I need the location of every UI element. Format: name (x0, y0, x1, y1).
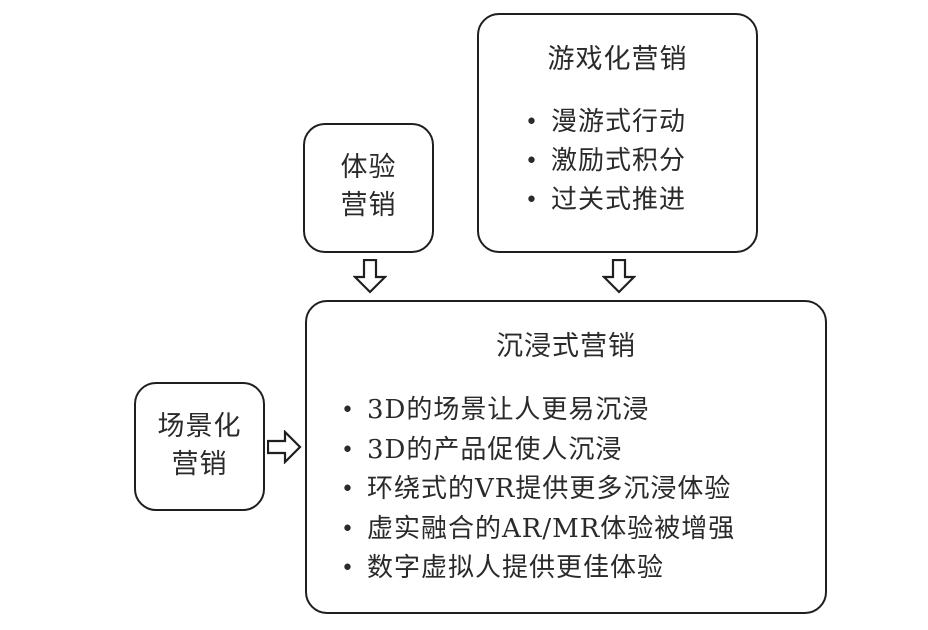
scene-marketing-line: 场景化 (157, 411, 242, 442)
scene-marketing-box: 场景化 营销 (134, 382, 265, 511)
scene-marketing-label: 场景化 营销 (136, 408, 263, 484)
experience-marketing-line: 营销 (340, 190, 397, 221)
list-item: 虚实融合的AR/MR体验被增强 (341, 510, 735, 550)
list-item: 过关式推进 (525, 181, 686, 220)
experience-marketing-box: 体验 营销 (303, 123, 434, 253)
arrow-shape (602, 259, 636, 294)
arrow-shape (267, 430, 302, 464)
immersive-marketing-title: 沉浸式营销 (496, 331, 636, 362)
list-item: 3D的产品促使人沉浸 (341, 431, 735, 471)
arrow-right-scene-icon (267, 430, 302, 464)
list-item: 环绕式的VR提供更多沉浸体验 (341, 470, 735, 510)
list-item: 数字虚拟人提供更佳体验 (341, 549, 735, 589)
game-marketing-box: 游戏化营销 漫游式行动 激励式积分 过关式推进 (477, 13, 758, 253)
list-item: 激励式积分 (525, 142, 686, 181)
immersive-marketing-list: 3D的场景让人更易沉浸 3D的产品促使人沉浸 环绕式的VR提供更多沉浸体验 虚实… (341, 391, 735, 589)
game-marketing-title: 游戏化营销 (547, 44, 688, 75)
experience-marketing-label: 体验 营销 (305, 149, 432, 225)
experience-marketing-line: 体验 (340, 152, 397, 183)
scene-marketing-line: 营销 (171, 449, 228, 480)
arrow-shape (353, 259, 387, 294)
list-item: 漫游式行动 (525, 103, 686, 142)
arrow-down-game-icon (602, 259, 636, 294)
list-item: 3D的场景让人更易沉浸 (341, 391, 735, 431)
arrow-down-experience-icon (353, 259, 387, 294)
immersive-marketing-box: 沉浸式营销 3D的场景让人更易沉浸 3D的产品促使人沉浸 环绕式的VR提供更多沉… (305, 300, 827, 614)
game-marketing-list: 漫游式行动 激励式积分 过关式推进 (525, 103, 686, 220)
